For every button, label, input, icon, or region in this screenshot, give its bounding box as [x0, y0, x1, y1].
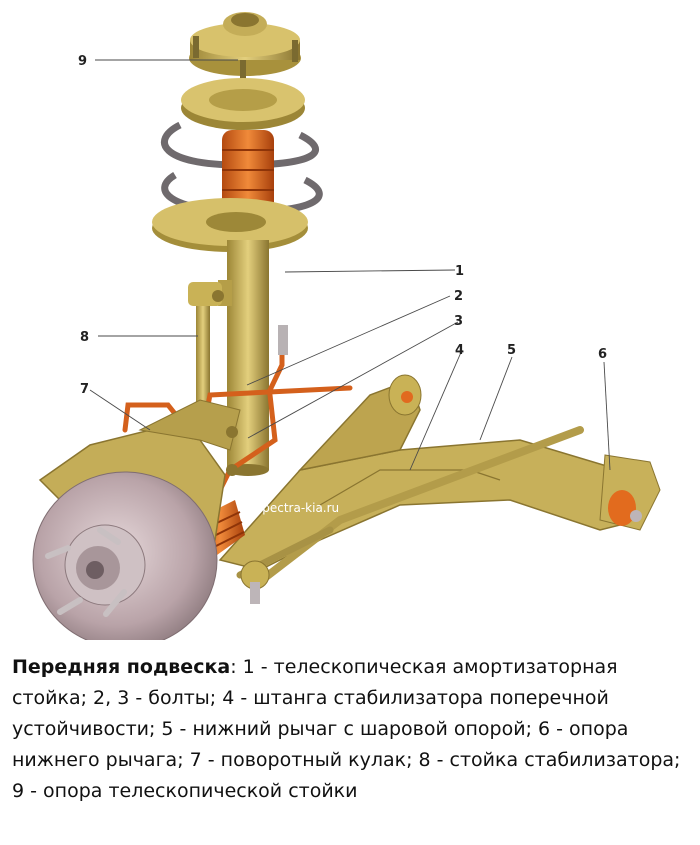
callout-5: 5 [507, 343, 516, 358]
callout-9: 9 [78, 54, 87, 69]
callout-1: 1 [455, 264, 464, 279]
tie-rod-end [236, 526, 334, 604]
lower-control-arm [218, 374, 642, 571]
caption-title: Передняя подвеска [12, 656, 231, 678]
figure-caption: Передняя подвеска: 1 - телескопическая а… [12, 652, 690, 807]
watermark-text: spectra-kia.ru [256, 501, 339, 515]
stabilizer-bar [258, 426, 584, 584]
callout-7: 7 [80, 382, 89, 397]
callout-6: 6 [598, 347, 607, 362]
suspension-diagram: 1 2 3 4 5 6 7 8 9 spectra-kia.ru [32, 12, 661, 640]
upper-spring-seat [181, 78, 305, 130]
stabilizer-link [188, 282, 224, 415]
caption-text: : 1 - телескопическая амортизаторная сто… [12, 656, 681, 802]
strut-top-mount [189, 12, 301, 82]
callout-2: 2 [454, 289, 463, 304]
callout-3: 3 [454, 314, 463, 329]
wheel-studs [45, 527, 127, 617]
callout-4: 4 [455, 343, 464, 358]
brake-hose-fitting [278, 325, 288, 355]
leader-lines [89, 59, 611, 471]
callout-8: 8 [80, 330, 89, 345]
lower-arm-bushing [599, 454, 661, 531]
